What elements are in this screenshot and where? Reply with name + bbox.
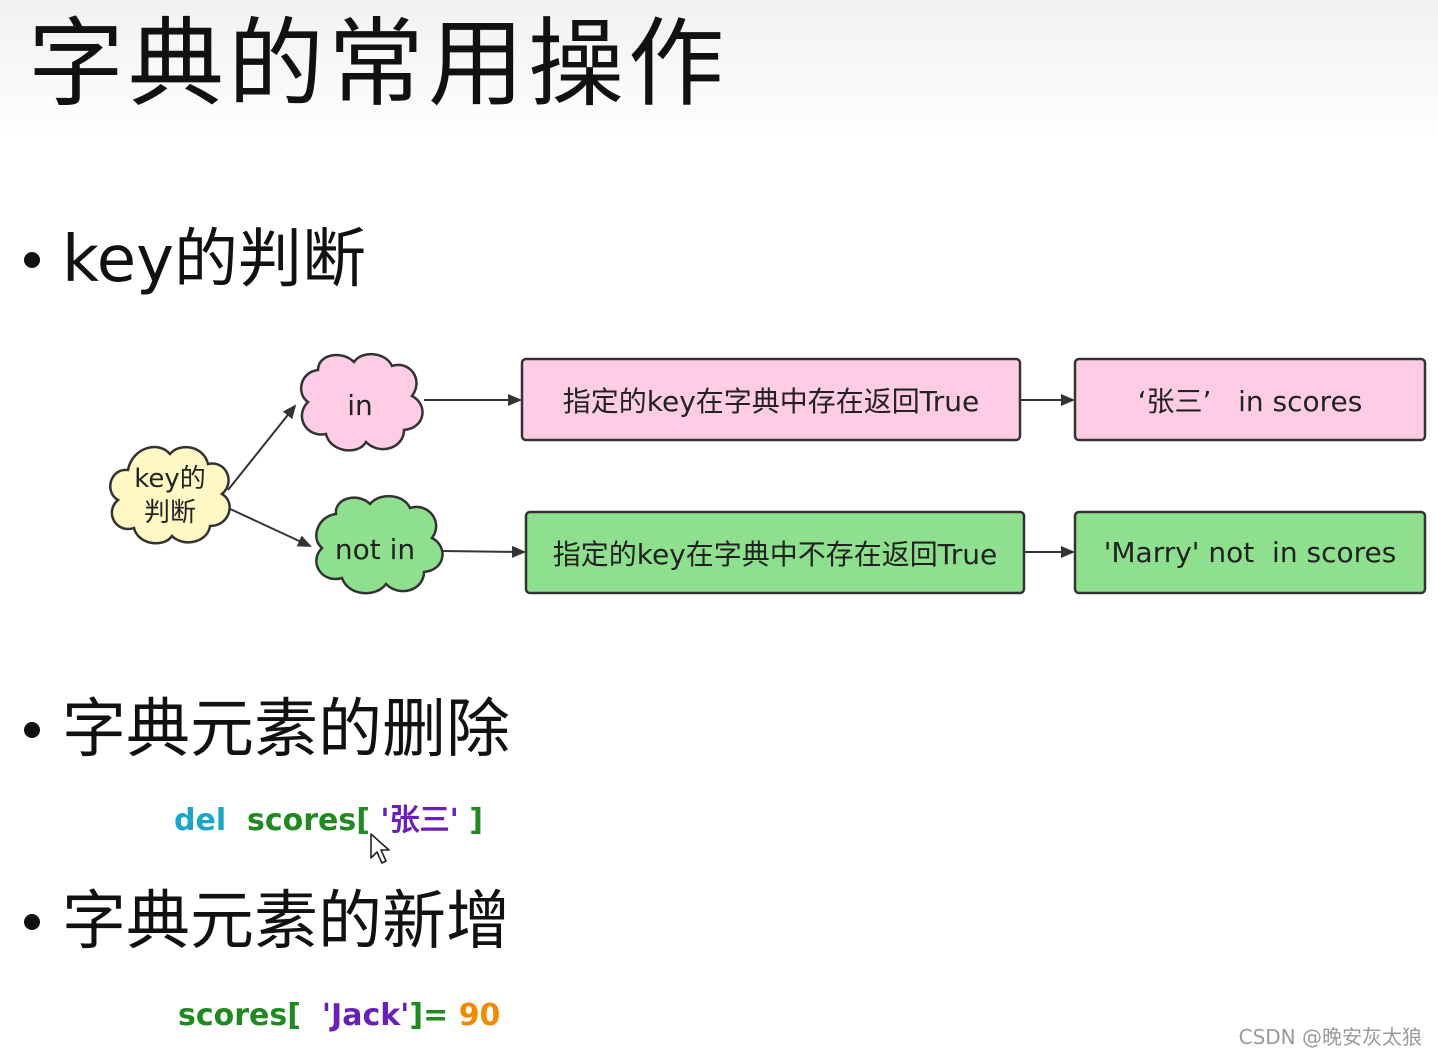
bullet-add-text: 字典元素的新增: [62, 885, 510, 959]
code-delete-example: del scores[ '张三' ]: [174, 795, 483, 839]
in-cloud: [299, 353, 424, 452]
key-check-diagram: key的 判断 in not in 指定的key在字典中存在返回True ‘张三…: [0, 330, 1438, 620]
bullet-dot: [24, 914, 40, 930]
diagram-svg: [109, 353, 1427, 595]
not-in-example-box-shape: [1073, 510, 1427, 595]
code-add-example: scores[ 'Jack']= 90: [178, 998, 500, 1033]
bullet-dot: [24, 252, 40, 268]
code-del-close: ]: [469, 803, 483, 838]
in-example-box-shape: [1073, 357, 1427, 442]
root-cloud: [109, 445, 231, 545]
arrow-root-to-in: [227, 404, 297, 491]
arrow-not-in-to-desc: [441, 545, 526, 558]
code-add-value: 90: [458, 998, 501, 1033]
bullet-add: 字典元素的新增: [24, 882, 510, 962]
bullet-dot: [24, 722, 40, 738]
title-background: [0, 0, 1438, 140]
bullet-key-check-text: key的判断: [62, 223, 367, 297]
code-del-key: '张三': [380, 803, 459, 838]
bullet-delete-text: 字典元素的删除: [62, 693, 510, 767]
arrow-root-to-not-in: [227, 507, 312, 547]
code-add-key: 'Jack': [321, 998, 410, 1033]
code-add-close: ]=: [409, 998, 449, 1033]
not-in-desc-box-shape: [524, 510, 1026, 595]
code-del-var: scores[: [247, 803, 370, 838]
bullet-delete: 字典元素的删除: [24, 690, 510, 770]
code-del-keyword: del: [174, 803, 227, 838]
bullet-key-check: key的判断: [24, 220, 366, 300]
watermark: CSDN @晚安灰太狼: [1238, 1025, 1422, 1049]
mouse-cursor-icon: [370, 833, 390, 864]
page-title: 字典的常用操作: [28, 8, 728, 120]
in-desc-box-shape: [520, 357, 1022, 442]
not-in-cloud: [315, 495, 444, 595]
code-add-var: scores[: [178, 998, 301, 1033]
